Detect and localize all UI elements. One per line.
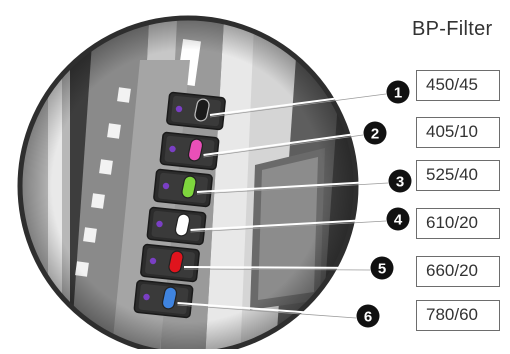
bp-filter-heading: BP-Filter [412, 18, 493, 40]
filter-value-box-4: 610/20 [416, 208, 500, 239]
leader-line-6 [177, 302, 357, 317]
marker-6: 6 [356, 304, 380, 328]
marker-number: 2 [371, 126, 379, 143]
filter-value-box-5: 660/20 [416, 256, 500, 287]
marker-number: 4 [394, 212, 403, 229]
leader-line-2 [203, 132, 364, 156]
marker-number: 5 [378, 261, 386, 278]
leader-line-3 [196, 180, 389, 193]
filter-value-box-6: 780/60 [416, 300, 500, 331]
filter-value-box-2: 405/10 [416, 117, 500, 148]
marker-1: 1 [386, 80, 410, 104]
lens-rim [17, 15, 359, 354]
marker-number: 6 [364, 309, 372, 326]
filter-value-box-3: 525/40 [416, 160, 500, 191]
marker-number: 3 [396, 174, 404, 191]
leader-lines [177, 91, 389, 319]
marker-2: 2 [363, 121, 387, 145]
marker-4: 4 [386, 207, 410, 231]
leader-line-1 [209, 91, 387, 116]
marker-5: 5 [370, 256, 394, 280]
marker-3: 3 [388, 169, 412, 193]
filter-value-box-1: 450/45 [416, 70, 500, 101]
marker-number: 1 [394, 85, 402, 102]
number-markers: 1 2 3 4 5 6 [356, 80, 412, 328]
leader-line-4 [190, 218, 387, 231]
leader-line-5 [183, 266, 371, 269]
